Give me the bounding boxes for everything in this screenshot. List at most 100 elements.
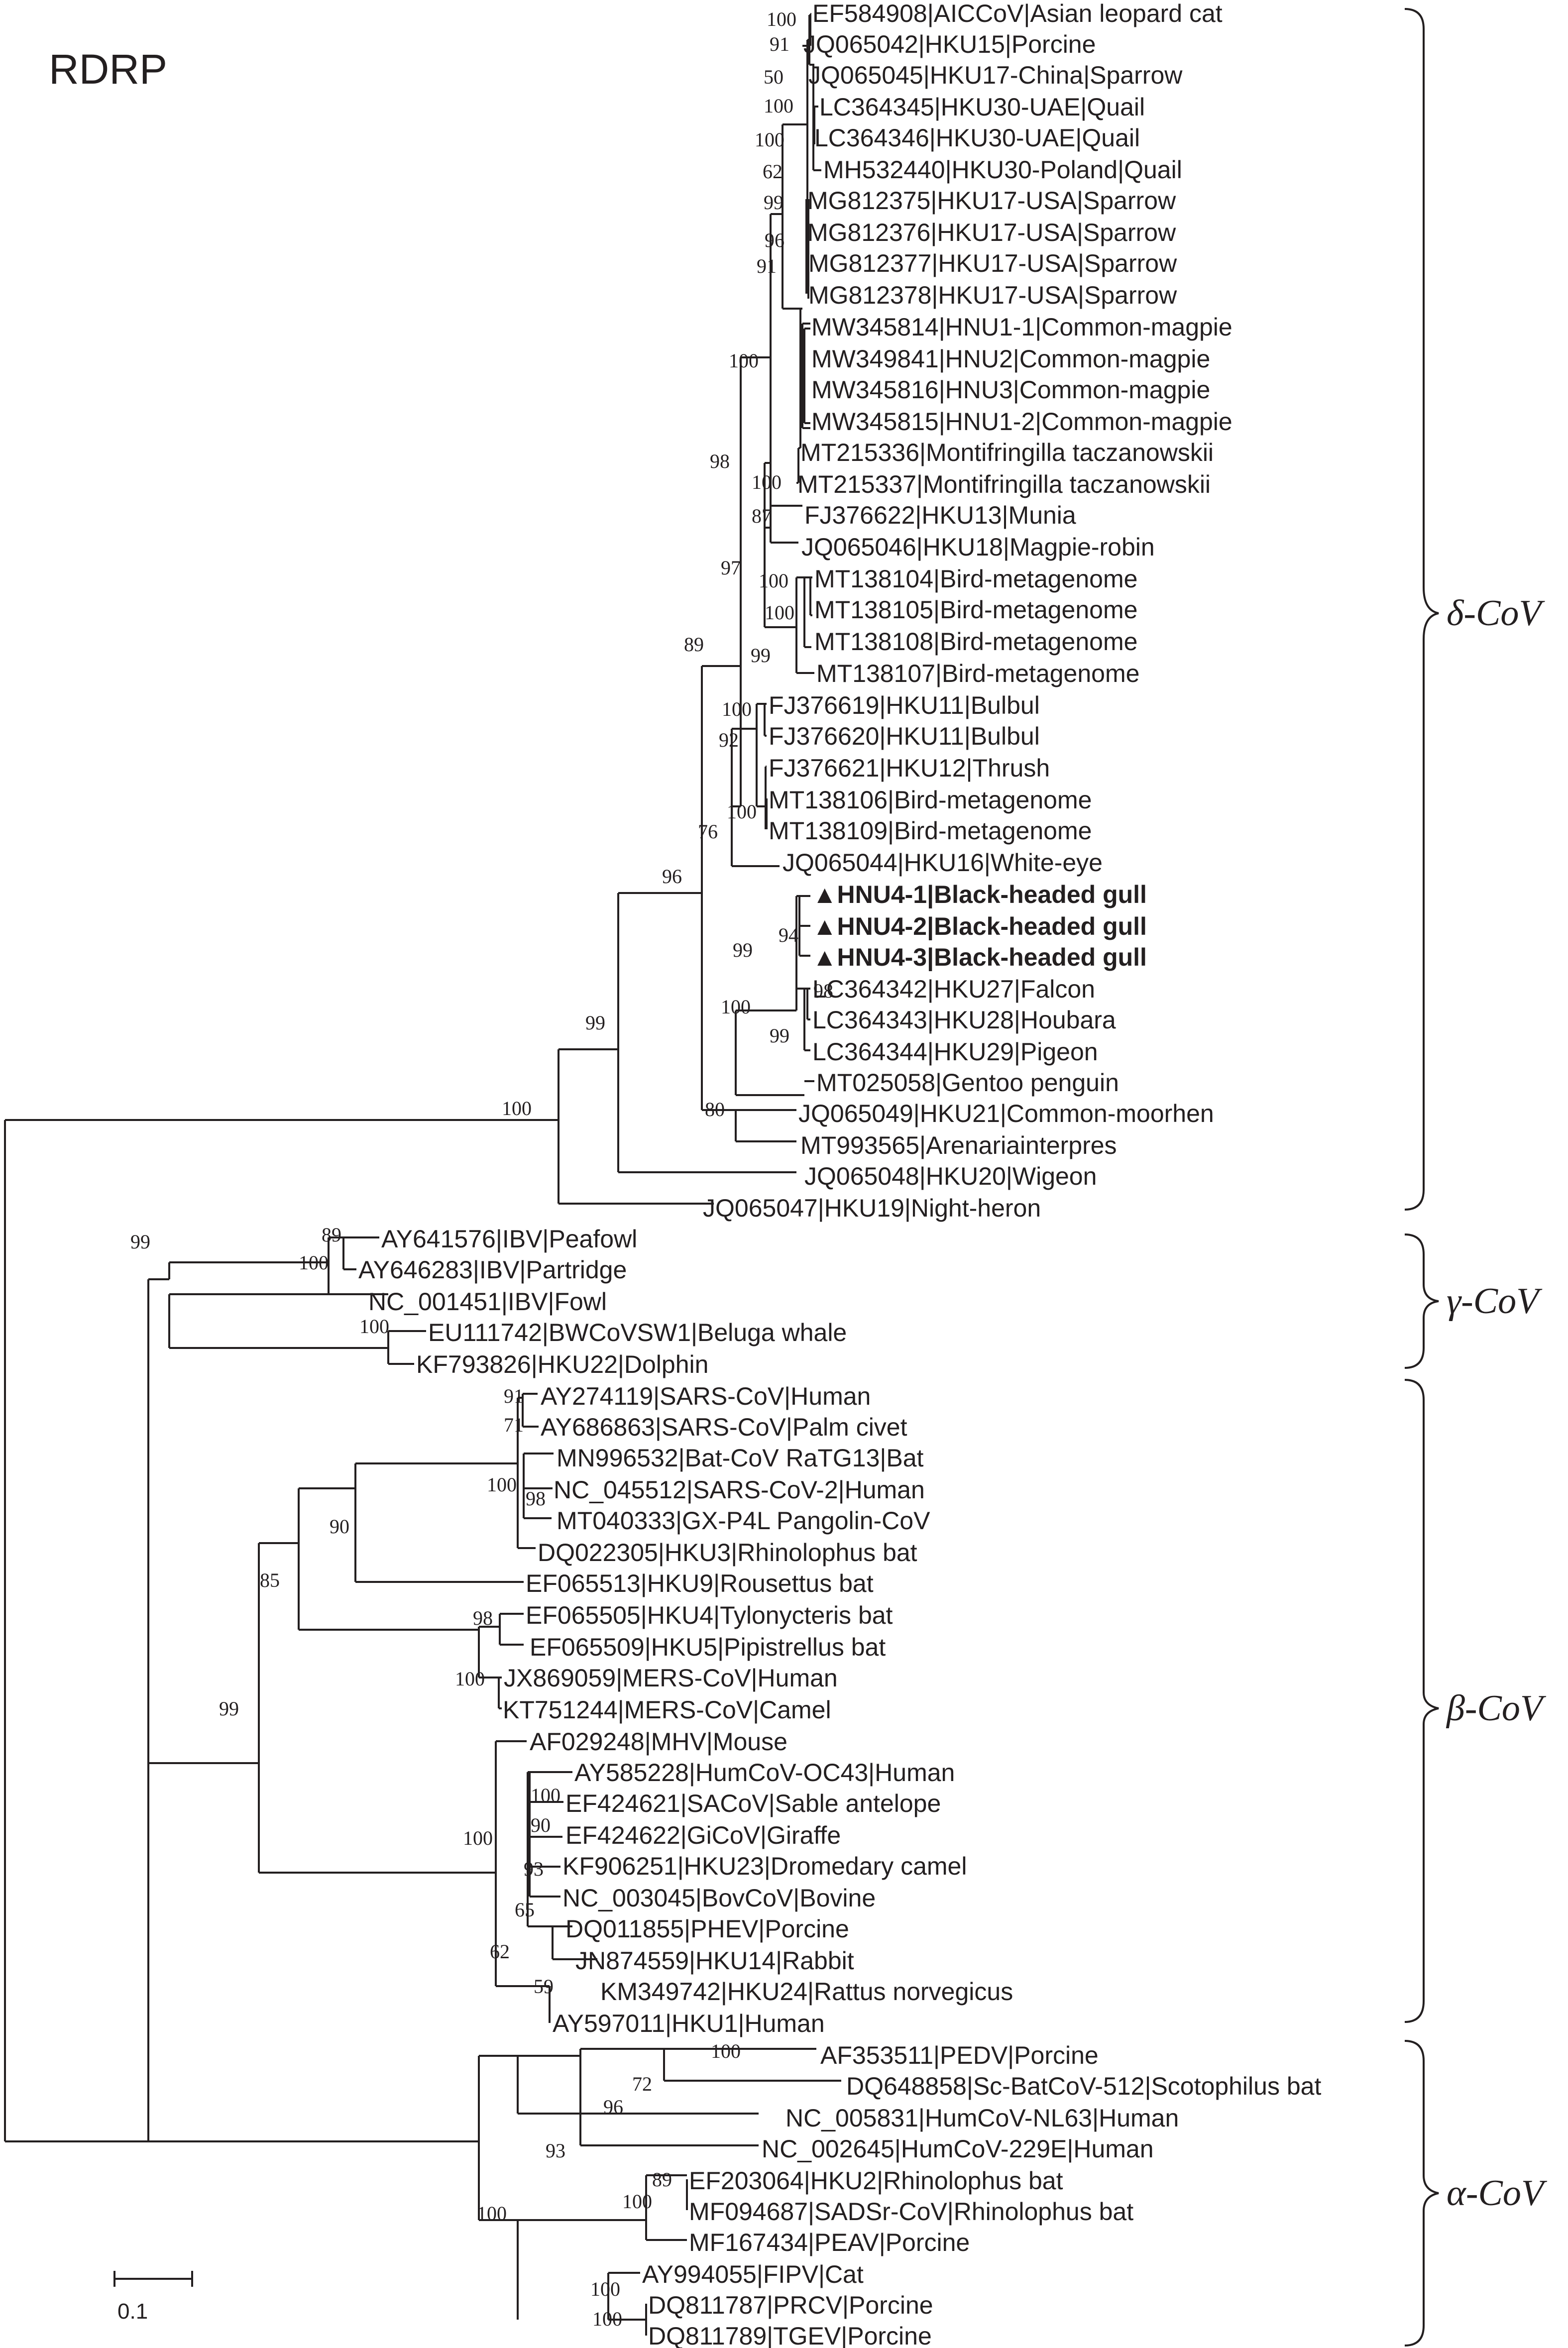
- leaf-labels: EF584908|AICCoV|Asian leopard catJQ06504…: [358, 0, 1321, 2348]
- bootstrap-value: 100: [487, 1473, 517, 1496]
- bootstrap-value: 100: [711, 2040, 741, 2062]
- bootstrap-value: 50: [764, 66, 784, 88]
- bootstrap-value: 80: [705, 1098, 725, 1120]
- leaf-label: DQ811789|TGEV|Porcine: [648, 2322, 932, 2348]
- clade-braces: δ-CoV γ-CoV β-CoV α-CoV: [1404, 8, 1548, 2347]
- bootstrap-value: 85: [260, 1569, 280, 1591]
- leaf-label: FJ376619|HKU11|Bulbul: [769, 691, 1040, 719]
- bootstrap-value: 100: [622, 2190, 652, 2213]
- bootstrap-value: 89: [652, 2168, 672, 2191]
- leaf-label: MT215337|Montifringilla taczanowskii: [797, 470, 1211, 498]
- brace-delta: [1404, 8, 1439, 1211]
- leaf-label: MT138107|Bird-metagenome: [816, 660, 1139, 687]
- leaf-label: MF094687|SADSr-CoV|Rhinolophus bat: [689, 2198, 1133, 2226]
- leaf-label: EU111742|BWCoVSW1|Beluga whale: [428, 1319, 847, 1346]
- leaf-label: MT138105|Bird-metagenome: [814, 596, 1137, 624]
- leaf-label: EF203064|HKU2|Rhinolophus bat: [689, 2167, 1063, 2195]
- leaf-label: FJ376622|HKU13|Munia: [804, 501, 1076, 529]
- bootstrap-value: 100: [592, 2308, 622, 2330]
- bootstrap-value: 59: [534, 1975, 554, 1998]
- bootstrap-value: 71: [504, 1414, 524, 1436]
- bootstrap-value: 62: [490, 1940, 510, 1963]
- leaf-label: JX869059|MERS-CoV|Human: [504, 1664, 838, 1692]
- leaf-label: KF793826|HKU22|Dolphin: [416, 1350, 708, 1378]
- bootstrap-value: 98: [710, 450, 730, 472]
- leaf-label: NC_002645|HumCoV-229E|Human: [762, 2135, 1154, 2163]
- leaf-label: JN874559|HKU14|Rabbit: [575, 1947, 854, 1975]
- bootstrap-value: 93: [546, 2139, 565, 2162]
- leaf-label: DQ811787|PRCV|Porcine: [648, 2291, 933, 2319]
- bootstrap-labels: 1009150100100629996911009810087971001009…: [130, 8, 833, 2330]
- bootstrap-value: 100: [455, 1668, 485, 1690]
- leaf-label: ▲HNU4-2|Black-headed gull: [812, 912, 1147, 941]
- leaf-label: AF029248|MHV|Mouse: [530, 1728, 787, 1756]
- leaf-label: EF065513|HKU9|Rousettus bat: [526, 1569, 874, 1597]
- leaf-label: MT025058|Gentoo penguin: [816, 1069, 1119, 1097]
- leaf-label: LC364345|HKU30-UAE|Quail: [819, 93, 1145, 121]
- bootstrap-value: 96: [662, 865, 682, 888]
- leaf-label: DQ011855|PHEV|Porcine: [565, 1915, 849, 1943]
- bootstrap-value: 93: [524, 1858, 544, 1880]
- leaf-label: JQ065042|HKU15|Porcine: [803, 30, 1096, 58]
- bootstrap-value: 100: [765, 601, 794, 624]
- leaf-label: EF584908|AICCoV|Asian leopard cat: [812, 0, 1223, 27]
- bootstrap-value: 91: [757, 255, 777, 277]
- leaf-label: MN996532|Bat-CoV RaTG13|Bat: [557, 1444, 924, 1472]
- bootstrap-value: 90: [531, 1814, 551, 1836]
- leaf-label: JQ065046|HKU18|Magpie-robin: [801, 533, 1155, 561]
- bootstrap-value: 99: [219, 1697, 239, 1720]
- leaf-label: MW349841|HNU2|Common-magpie: [811, 345, 1210, 373]
- bootstrap-value: 100: [502, 1097, 532, 1119]
- bootstrap-value: 97: [721, 557, 741, 579]
- bootstrap-value: 89: [322, 1224, 341, 1246]
- bootstrap-value: 100: [531, 1784, 560, 1806]
- bootstrap-value: 62: [763, 160, 783, 183]
- leaf-label: MG812377|HKU17-USA|Sparrow: [808, 249, 1177, 277]
- brace-gamma: [1404, 1233, 1439, 1369]
- leaf-label: NC_045512|SARS-CoV-2|Human: [554, 1476, 925, 1504]
- leaf-label: FJ376620|HKU11|Bulbul: [769, 722, 1040, 750]
- leaf-label: LC364344|HKU29|Pigeon: [812, 1038, 1098, 1066]
- leaf-label: MW345816|HNU3|Common-magpie: [811, 376, 1210, 404]
- leaf-label: NC_003045|BovCoV|Bovine: [562, 1884, 876, 1912]
- bootstrap-value: 100: [767, 8, 796, 30]
- leaf-label: MT138108|Bird-metagenome: [814, 628, 1137, 656]
- group-label-gamma: γ-CoV: [1447, 1281, 1543, 1322]
- leaf-label: FJ376621|HKU12|Thrush: [769, 754, 1050, 782]
- leaf-label: LC364342|HKU27|Falcon: [812, 975, 1095, 1003]
- leaf-label: LC364343|HKU28|Houbara: [812, 1006, 1116, 1034]
- leaf-label: LC364346|HKU30-UAE|Quail: [814, 124, 1140, 152]
- leaf-label: MG812375|HKU17-USA|Sparrow: [807, 187, 1176, 215]
- tree-branches: [4, 13, 841, 2336]
- leaf-label: JQ065044|HKU16|White-eye: [783, 849, 1103, 877]
- leaf-label: MT993565|Arenariainterpres: [800, 1131, 1117, 1159]
- bootstrap-value: 100: [477, 2202, 507, 2225]
- scale-bar-label: 0.1: [117, 2299, 148, 2324]
- bootstrap-value: 100: [764, 95, 793, 117]
- leaf-label: MT138109|Bird-metagenome: [769, 817, 1092, 845]
- bootstrap-value: 98: [526, 1487, 546, 1510]
- leaf-label: JQ065047|HKU19|Night-heron: [703, 1194, 1041, 1222]
- bootstrap-value: 99: [770, 1024, 789, 1047]
- leaf-label: EF424621|SACoV|Sable antelope: [565, 1789, 941, 1817]
- leaf-label: AY585228|HumCoV-OC43|Human: [574, 1759, 955, 1787]
- leaf-label: JQ065049|HKU21|Common-moorhen: [798, 1100, 1214, 1127]
- leaf-label: DQ648858|Sc-BatCoV-512|Scotophilus bat: [846, 2072, 1321, 2100]
- bootstrap-value: 92: [719, 729, 739, 751]
- leaf-label: NC_001451|IBV|Fowl: [368, 1288, 607, 1316]
- leaf-label: MG812376|HKU17-USA|Sparrow: [807, 219, 1176, 246]
- leaf-label: AY994055|FIPV|Cat: [642, 2260, 864, 2288]
- brace-alpha: [1404, 2040, 1439, 2347]
- leaf-label: KT751244|MERS-CoV|Camel: [503, 1696, 831, 1724]
- bootstrap-value: 100: [755, 128, 784, 151]
- leaf-label: EF065505|HKU4|Tylonycteris bat: [526, 1601, 893, 1629]
- bootstrap-value: 99: [130, 1230, 150, 1253]
- bootstrap-value: 72: [632, 2073, 652, 2095]
- leaf-label: KM349742|HKU24|Rattus norvegicus: [600, 1978, 1013, 2006]
- figure-title: RDRP: [49, 46, 167, 93]
- leaf-label: MG812378|HKU17-USA|Sparrow: [808, 281, 1177, 309]
- group-label-beta: β-CoV: [1446, 1688, 1547, 1729]
- bootstrap-value: 100: [590, 2278, 620, 2300]
- bootstrap-value: 65: [515, 1899, 535, 1921]
